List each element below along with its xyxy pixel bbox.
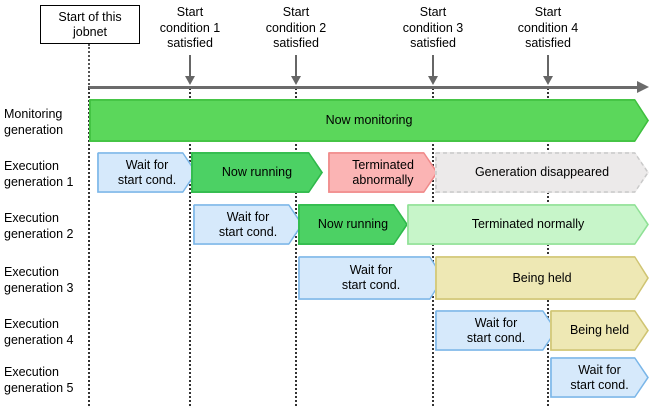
bar-now-running-2[interactable]: Now running: [298, 204, 408, 245]
bar-now-running-1-outline: [191, 152, 323, 193]
row-label-0: Monitoring generation: [4, 107, 64, 137]
grid-line-4: [547, 88, 549, 406]
bar-wait-for-start-cond-4-outline: [435, 310, 557, 351]
row-label-4: Execution generation 4: [4, 317, 74, 347]
bar-wait-for-start-cond-1-outline: [97, 152, 197, 193]
bar-being-held-4-label: Being held: [569, 323, 630, 337]
bar-now-running-2-label: Now running: [317, 217, 389, 231]
bar-being-held-3[interactable]: Being held: [435, 256, 649, 300]
bar-terminated-abnormally-1[interactable]: Terminated abnormally: [328, 152, 438, 193]
bar-now-monitoring[interactable]: Now monitoring: [89, 99, 649, 142]
bar-now-monitoring-label: Now monitoring: [325, 113, 413, 127]
bar-now-monitoring-outline: [89, 99, 649, 142]
jobnet-start-connector: [88, 44, 90, 88]
bar-terminated-normally-2[interactable]: Terminated normally: [407, 204, 649, 245]
grid-line-2: [295, 88, 297, 406]
bar-wait-for-start-cond-4-label: Wait for start cond.: [466, 315, 526, 345]
condition-pointer-line-3: [432, 55, 434, 77]
bar-wait-for-start-cond-4[interactable]: Wait for start cond.: [435, 310, 557, 351]
bar-being-held-3-outline: [435, 256, 649, 300]
bar-being-held-4[interactable]: Being held: [550, 310, 649, 351]
start-of-jobnet-box: Start of this jobnet: [40, 5, 140, 44]
bar-terminated-abnormally-1-label: Terminated abnormally: [352, 157, 414, 187]
condition-pointer-line-2: [295, 55, 297, 77]
bar-now-running-1[interactable]: Now running: [191, 152, 323, 193]
grid-line-1: [189, 88, 191, 406]
bar-generation-disappeared-1[interactable]: Generation disappeared: [435, 152, 649, 193]
start-condition-label-4: Start condition 4 satisfied: [517, 5, 579, 50]
row-label-2: Execution generation 2: [4, 211, 74, 241]
grid-line-0: [88, 88, 90, 406]
condition-arrow-icon-3: [428, 76, 438, 85]
bar-wait-for-start-cond-2[interactable]: Wait for start cond.: [193, 204, 303, 245]
bar-wait-for-start-cond-1-label: Wait for start cond.: [117, 157, 177, 187]
bar-wait-for-start-cond-5[interactable]: Wait for start cond.: [550, 357, 649, 398]
row-label-5: Execution generation 5: [4, 365, 74, 395]
condition-arrow-icon-4: [543, 76, 553, 85]
condition-pointer-line-1: [189, 55, 191, 77]
start-condition-label-2: Start condition 2 satisfied: [265, 5, 327, 50]
row-label-3: Execution generation 3: [4, 265, 74, 295]
start-condition-label-1: Start condition 1 satisfied: [159, 5, 221, 50]
bar-terminated-normally-2-label: Terminated normally: [471, 217, 585, 231]
start-condition-label-3: Start condition 3 satisfied: [402, 5, 464, 50]
bar-generation-disappeared-1-outline: [435, 152, 649, 193]
condition-arrow-icon-2: [291, 76, 301, 85]
bar-wait-for-start-cond-5-outline: [550, 357, 649, 398]
bar-being-held-3-label: Being held: [512, 270, 572, 285]
time-axis: [89, 86, 640, 89]
bar-now-running-2-outline: [298, 204, 408, 245]
row-label-1: Execution generation 1: [4, 159, 74, 189]
bar-being-held-4-outline: [550, 310, 649, 351]
bar-terminated-normally-2-outline: [407, 204, 649, 245]
bar-wait-for-start-cond-1[interactable]: Wait for start cond.: [97, 152, 197, 193]
bar-wait-for-start-cond-2-label: Wait for start cond.: [218, 209, 278, 239]
time-axis-arrow-icon: [637, 81, 649, 93]
condition-pointer-line-4: [547, 55, 549, 77]
condition-arrow-icon-1: [185, 76, 195, 85]
bar-generation-disappeared-1-label: Generation disappeared: [474, 165, 610, 179]
grid-line-3: [432, 88, 434, 406]
bar-wait-for-start-cond-3[interactable]: Wait for start cond.: [298, 256, 444, 300]
bar-terminated-abnormally-1-outline: [328, 152, 438, 193]
bar-wait-for-start-cond-5-label: Wait for start cond.: [570, 362, 629, 392]
bar-wait-for-start-cond-2-outline: [193, 204, 303, 245]
bar-wait-for-start-cond-3-label: Wait for start cond.: [341, 263, 401, 292]
bar-now-running-1-label: Now running: [221, 165, 293, 179]
